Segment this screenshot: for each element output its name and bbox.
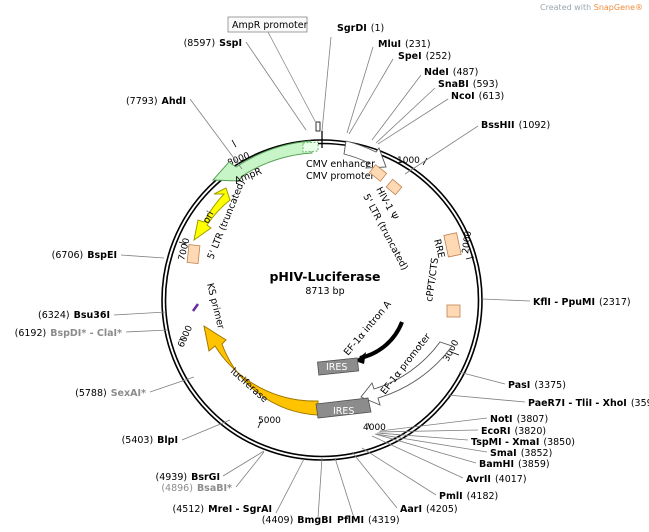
site-label-spei: SpeI(252) — [398, 51, 451, 62]
site-label-bspei: (6706)BspEI — [52, 250, 117, 261]
snapgene-brand: SnapGene® — [593, 3, 643, 12]
site-label-pflmi: PflMI(4319) — [337, 515, 400, 526]
site-label-bsu36i: (6324)Bsu36I — [38, 310, 110, 321]
ires-outer-label: IRES — [333, 406, 354, 417]
site-label-bamhi: BamHI(3859) — [479, 459, 550, 470]
sspi-site-mark — [315, 121, 321, 132]
luciferase-label: luciferase — [228, 366, 270, 405]
ltr5-left-box — [186, 244, 201, 265]
rre-label: RRE — [431, 238, 446, 259]
ampr-promoter-box — [227, 16, 308, 33]
site-label-avrii: AvrII(4017) — [466, 474, 527, 485]
site-label-kfli-ppumi: KflI - PpuMI(2317) — [533, 297, 631, 308]
site-label-aari: AarI(4205) — [400, 504, 458, 515]
intron-arc — [359, 321, 404, 360]
cppt-label: cPPT/CTS — [424, 257, 441, 302]
site-label-paer7i-tlii-xhoi: PaeR7I - TliI - XhoI(3592) — [528, 398, 649, 409]
site-label-bsshii: BssHII(1092) — [481, 120, 550, 131]
tick-label-5000: 5000 — [258, 416, 281, 426]
rre-box — [443, 232, 462, 258]
cmv-enhancer-label: CMV enhancer — [306, 159, 375, 170]
site-label-smai: SmaI(3852) — [490, 448, 552, 459]
site-label-sgrdi: SgrDI(1) — [337, 23, 384, 34]
ks-primer-mark — [191, 303, 200, 312]
ltr5-right-box — [368, 164, 388, 182]
ires-inner-label: IRES — [326, 362, 347, 373]
ires-inner-box — [317, 357, 360, 376]
site-label-bmgbi: (4409)BmgBI — [262, 515, 332, 526]
site-leaders — [113, 36, 531, 519]
plasmid-name: pHIV-Luciferase — [269, 269, 380, 284]
site-label-tspmi-xmai: TspMI - XmaI(3850) — [471, 437, 575, 448]
ampr-arrow — [211, 140, 313, 182]
tick-label-1000: 1000 — [397, 156, 420, 166]
cppt-box — [446, 304, 461, 318]
site-label-ahdi: (7793)AhdI — [126, 96, 186, 107]
site-label-sspi: (8597)SspI — [184, 38, 242, 49]
tick-label-2000: 2000 — [461, 230, 474, 254]
ori-label: ori — [201, 209, 217, 225]
site-label-snabi: SnaBI(593) — [438, 79, 498, 90]
luciferase-arrow — [203, 324, 319, 416]
site-label-blpi: (5403)BlpI — [122, 435, 178, 446]
tick-label-4000: 4000 — [363, 423, 386, 433]
watermark-prefix: Created with — [540, 3, 594, 12]
intron-label: EF-1α intron A — [342, 299, 394, 358]
ampr-promoter-stub — [302, 141, 319, 153]
tick-marks — [178, 139, 475, 430]
tick-label-6000: 6000 — [177, 324, 196, 349]
ks-primer-label: KS primer — [204, 282, 226, 330]
site-label-ecori: EcoRI(3820) — [481, 426, 546, 437]
site-label-bsabi: (4896)BsaBI* — [161, 483, 232, 494]
site-label-ncoi: NcoI(613) — [451, 91, 504, 102]
snapgene-watermark: Created with SnapGene® — [540, 3, 643, 12]
ef1a-promoter-arrow — [360, 341, 453, 406]
site-label-pmli: PmlI(4182) — [439, 491, 498, 502]
site-label-pasi: PasI(3375) — [508, 380, 566, 391]
hiv-psi-box — [385, 178, 403, 196]
site-label-sexai: (5788)SexAI* — [75, 388, 146, 399]
site-label-bsrgi: (4939)BsrGI — [155, 472, 220, 483]
ampr-promoter-leader — [267, 31, 317, 124]
site-label-mrei-sgrai: (4512)MreI - SgrAI — [173, 504, 272, 515]
site-label-ndei: NdeI(487) — [424, 67, 478, 78]
ires-outer-box — [315, 397, 372, 419]
site-label-mlui: MluI(231) — [378, 39, 431, 50]
ampr-promoter-label: AmpR promoter — [232, 20, 308, 31]
ori-arrow — [193, 187, 231, 242]
cmv-promoter-label: CMV promoter — [306, 171, 375, 182]
site-label-bspdi-clai: (6192)BspDI* - ClaI* — [15, 328, 122, 339]
site-label-noti: NotI(3807) — [490, 414, 548, 425]
plasmid-size: 8713 bp — [305, 286, 344, 297]
